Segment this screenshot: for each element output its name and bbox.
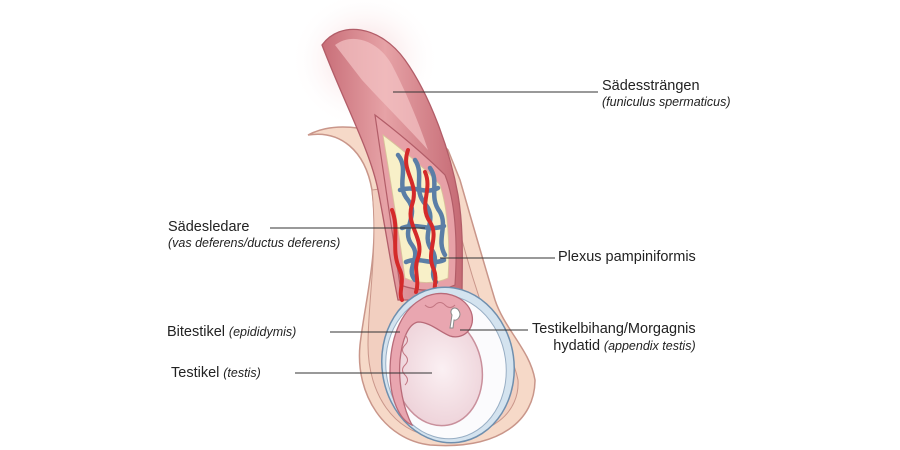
label-epididymis-name: Bitestikel: [167, 324, 226, 340]
label-pampiniform: Plexus pampiniformis: [558, 249, 696, 265]
label-vas-deferens: Sädesledare (vas deferens/ductus deferen…: [168, 219, 340, 251]
label-pampiniform-name: Plexus pampiniformis: [558, 249, 696, 265]
label-testis-name: Testikel: [171, 365, 220, 381]
label-appendix-line1: Testikelbihang/Morgagnis: [532, 321, 696, 337]
label-epididymis-latin: (epididymis): [228, 325, 297, 339]
label-vas-deferens-name: Sädesledare: [168, 219, 250, 235]
label-spermatic-cord-latin: (funiculus spermaticus): [602, 95, 731, 109]
leader-lines: [270, 91, 598, 374]
appendix-testis: [449, 307, 461, 329]
label-testis: Testikel (testis): [171, 364, 261, 381]
cord-highlight: [335, 38, 428, 151]
epididymis-coils: [402, 302, 456, 386]
testicular-arteries: [390, 148, 438, 302]
label-epididymis: Bitestikel (epididymis): [167, 323, 296, 340]
label-appendix-latin: (appendix testis): [603, 339, 696, 353]
label-vas-deferens-latin: (vas deferens/ductus deferens): [168, 236, 341, 250]
label-testis-latin: (testis): [223, 366, 261, 380]
label-spermatic-cord: Sädessträngen (funiculus spermaticus): [602, 78, 731, 110]
label-appendix: Testikelbihang/Morgagnis hydatid (append…: [532, 321, 696, 354]
label-spermatic-cord-name: Sädessträngen: [602, 78, 700, 94]
label-appendix-line2: hydatid: [553, 338, 601, 354]
